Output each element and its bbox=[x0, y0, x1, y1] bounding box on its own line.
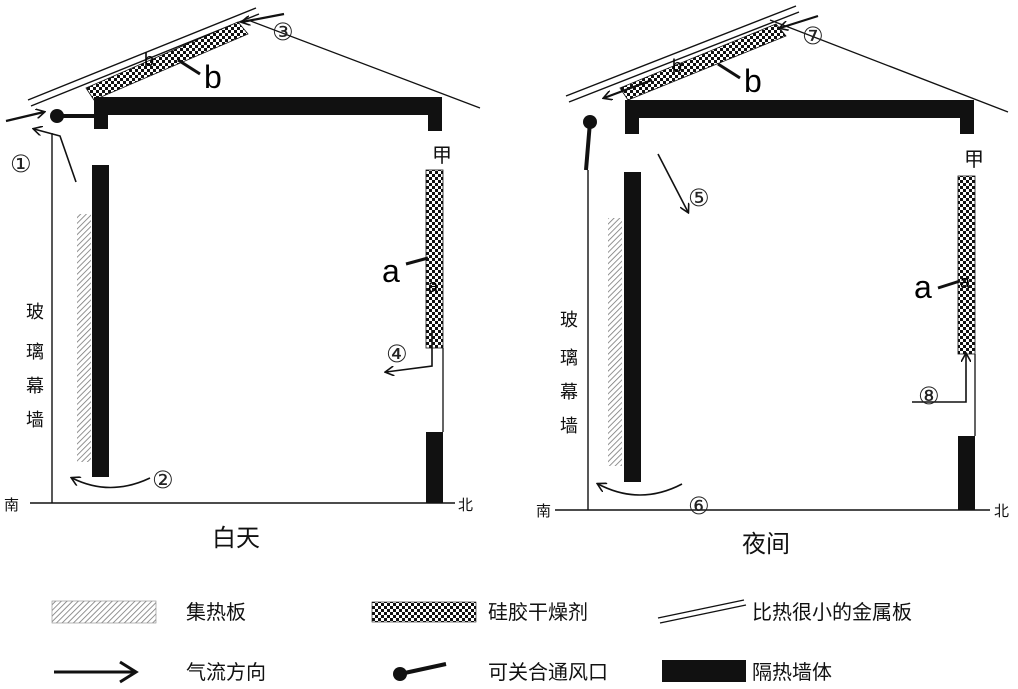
day-wall-top-right bbox=[428, 97, 442, 131]
day-roof-slope bbox=[247, 19, 481, 109]
night-vent-jia: 甲 bbox=[964, 147, 984, 171]
night-wall-top bbox=[626, 100, 974, 118]
day-label-a-small: a bbox=[428, 276, 439, 296]
night-wall-top-right bbox=[960, 100, 974, 134]
day-wall-top bbox=[96, 97, 442, 115]
night-glass-char-4: 墙 bbox=[560, 416, 578, 437]
night-roof-slope bbox=[769, 19, 1009, 113]
day-flow-3: ③ bbox=[272, 18, 294, 46]
legend-metal-plate: 比热很小的金属板 bbox=[657, 599, 912, 624]
day-flow-1: ① bbox=[10, 150, 32, 178]
day-arrow-2 bbox=[72, 478, 151, 489]
day-vent-jia: 甲 bbox=[432, 143, 452, 167]
night-label-b-big: b bbox=[744, 63, 762, 99]
night-arrow-roof-out bbox=[604, 78, 653, 98]
legend-vent-label: 可关合通风口 bbox=[488, 660, 608, 684]
night-arrow-7 bbox=[780, 14, 819, 28]
night-flow-8: ⑧ bbox=[918, 382, 940, 410]
day-arrow-1 bbox=[34, 129, 77, 183]
legend-airflow-swatch bbox=[54, 660, 139, 684]
day-desiccant-a bbox=[425, 169, 444, 349]
night-label-a-big: a bbox=[914, 269, 932, 305]
day-flow-2: ② bbox=[152, 466, 174, 494]
night-arrow-6 bbox=[598, 484, 683, 496]
day-flow-4: ④ bbox=[386, 340, 408, 368]
night-south: 南 bbox=[536, 502, 551, 520]
night-glass-char-3: 幕 bbox=[560, 382, 578, 403]
night-flow-7: ⑦ bbox=[802, 22, 824, 50]
day-b-leader bbox=[177, 58, 201, 76]
night-flow-5: ⑤ bbox=[688, 184, 710, 212]
night-collector bbox=[608, 218, 622, 466]
legend-metal-plate-swatch bbox=[657, 599, 747, 624]
day-south: 南 bbox=[4, 496, 19, 514]
legend-collector: 集热板 bbox=[51, 600, 246, 624]
day-a-leader bbox=[405, 256, 429, 266]
night-diagram: b b a a 甲 ⑤ ⑥ ⑦ ⑧ 玻 璃 幕 墙 南 北 夜间 bbox=[536, 5, 1009, 558]
night-wall-north-lower bbox=[958, 436, 975, 510]
night-desiccant-a bbox=[957, 175, 976, 355]
legend-vent: 可关合通风口 bbox=[393, 660, 608, 684]
legend-desiccant: 硅胶干燥剂 bbox=[371, 600, 588, 624]
night-label-a-small: a bbox=[960, 272, 971, 292]
night-arrow-5 bbox=[657, 153, 688, 212]
night-caption: 夜间 bbox=[742, 530, 790, 558]
night-a-leader bbox=[937, 279, 961, 290]
day-label-a-big: a bbox=[382, 253, 400, 289]
night-wall-south bbox=[624, 172, 641, 482]
night-flow-6: ⑥ bbox=[688, 492, 710, 520]
legend-vent-swatch bbox=[393, 662, 447, 681]
day-wall-north-lower bbox=[426, 432, 443, 503]
night-desiccant-b bbox=[619, 23, 787, 101]
legend-airflow-label: 气流方向 bbox=[186, 660, 266, 684]
day-vent bbox=[50, 109, 98, 123]
night-label-b-small: b bbox=[672, 56, 682, 76]
legend-metal-plate-label: 比热很小的金属板 bbox=[752, 600, 912, 624]
day-north: 北 bbox=[458, 496, 473, 514]
night-vent bbox=[583, 115, 597, 171]
legend-desiccant-swatch bbox=[371, 601, 477, 623]
legend-collector-swatch bbox=[51, 600, 157, 624]
night-b-leader bbox=[717, 62, 741, 80]
legend-airflow: 气流方向 bbox=[54, 660, 266, 684]
legend-insulated-wall-label: 隔热墙体 bbox=[752, 660, 832, 684]
legend-collector-label: 集热板 bbox=[186, 600, 246, 624]
legend-desiccant-label: 硅胶干燥剂 bbox=[488, 600, 588, 624]
day-glass-char-4: 墙 bbox=[26, 410, 44, 431]
night-metal-plate bbox=[565, 5, 800, 103]
night-glass-char-2: 璃 bbox=[560, 348, 578, 369]
day-arrow-4 bbox=[386, 330, 433, 372]
day-glass-char-1: 玻 bbox=[26, 302, 44, 323]
night-glass-char-1: 玻 bbox=[560, 310, 578, 331]
day-wall-south bbox=[92, 165, 109, 477]
day-wall-top-left bbox=[94, 97, 108, 129]
day-label-b-small: b bbox=[144, 50, 154, 70]
day-label-b-big: b bbox=[204, 59, 222, 95]
day-arrow-3 bbox=[242, 12, 285, 22]
day-diagram: b b a a 甲 ① ② ③ ④ 玻 璃 幕 墙 南 北 白天 bbox=[4, 7, 481, 552]
day-desiccant-b bbox=[85, 21, 249, 101]
day-glass-char-3: 幕 bbox=[26, 376, 44, 397]
night-wall-top-left bbox=[625, 100, 639, 134]
night-arrow-8 bbox=[912, 354, 966, 403]
legend-insulated-wall: 隔热墙体 bbox=[662, 660, 832, 684]
legend-insulated-wall-swatch bbox=[662, 660, 746, 682]
day-collector bbox=[77, 214, 91, 462]
night-north: 北 bbox=[994, 502, 1009, 520]
day-glass-char-2: 璃 bbox=[26, 342, 44, 363]
day-arrow-inlet bbox=[5, 112, 44, 123]
day-caption: 白天 bbox=[212, 524, 260, 552]
legend: 集热板 硅胶干燥剂 比热很小的金属板 气流方向 可关合通风口 bbox=[51, 599, 912, 684]
